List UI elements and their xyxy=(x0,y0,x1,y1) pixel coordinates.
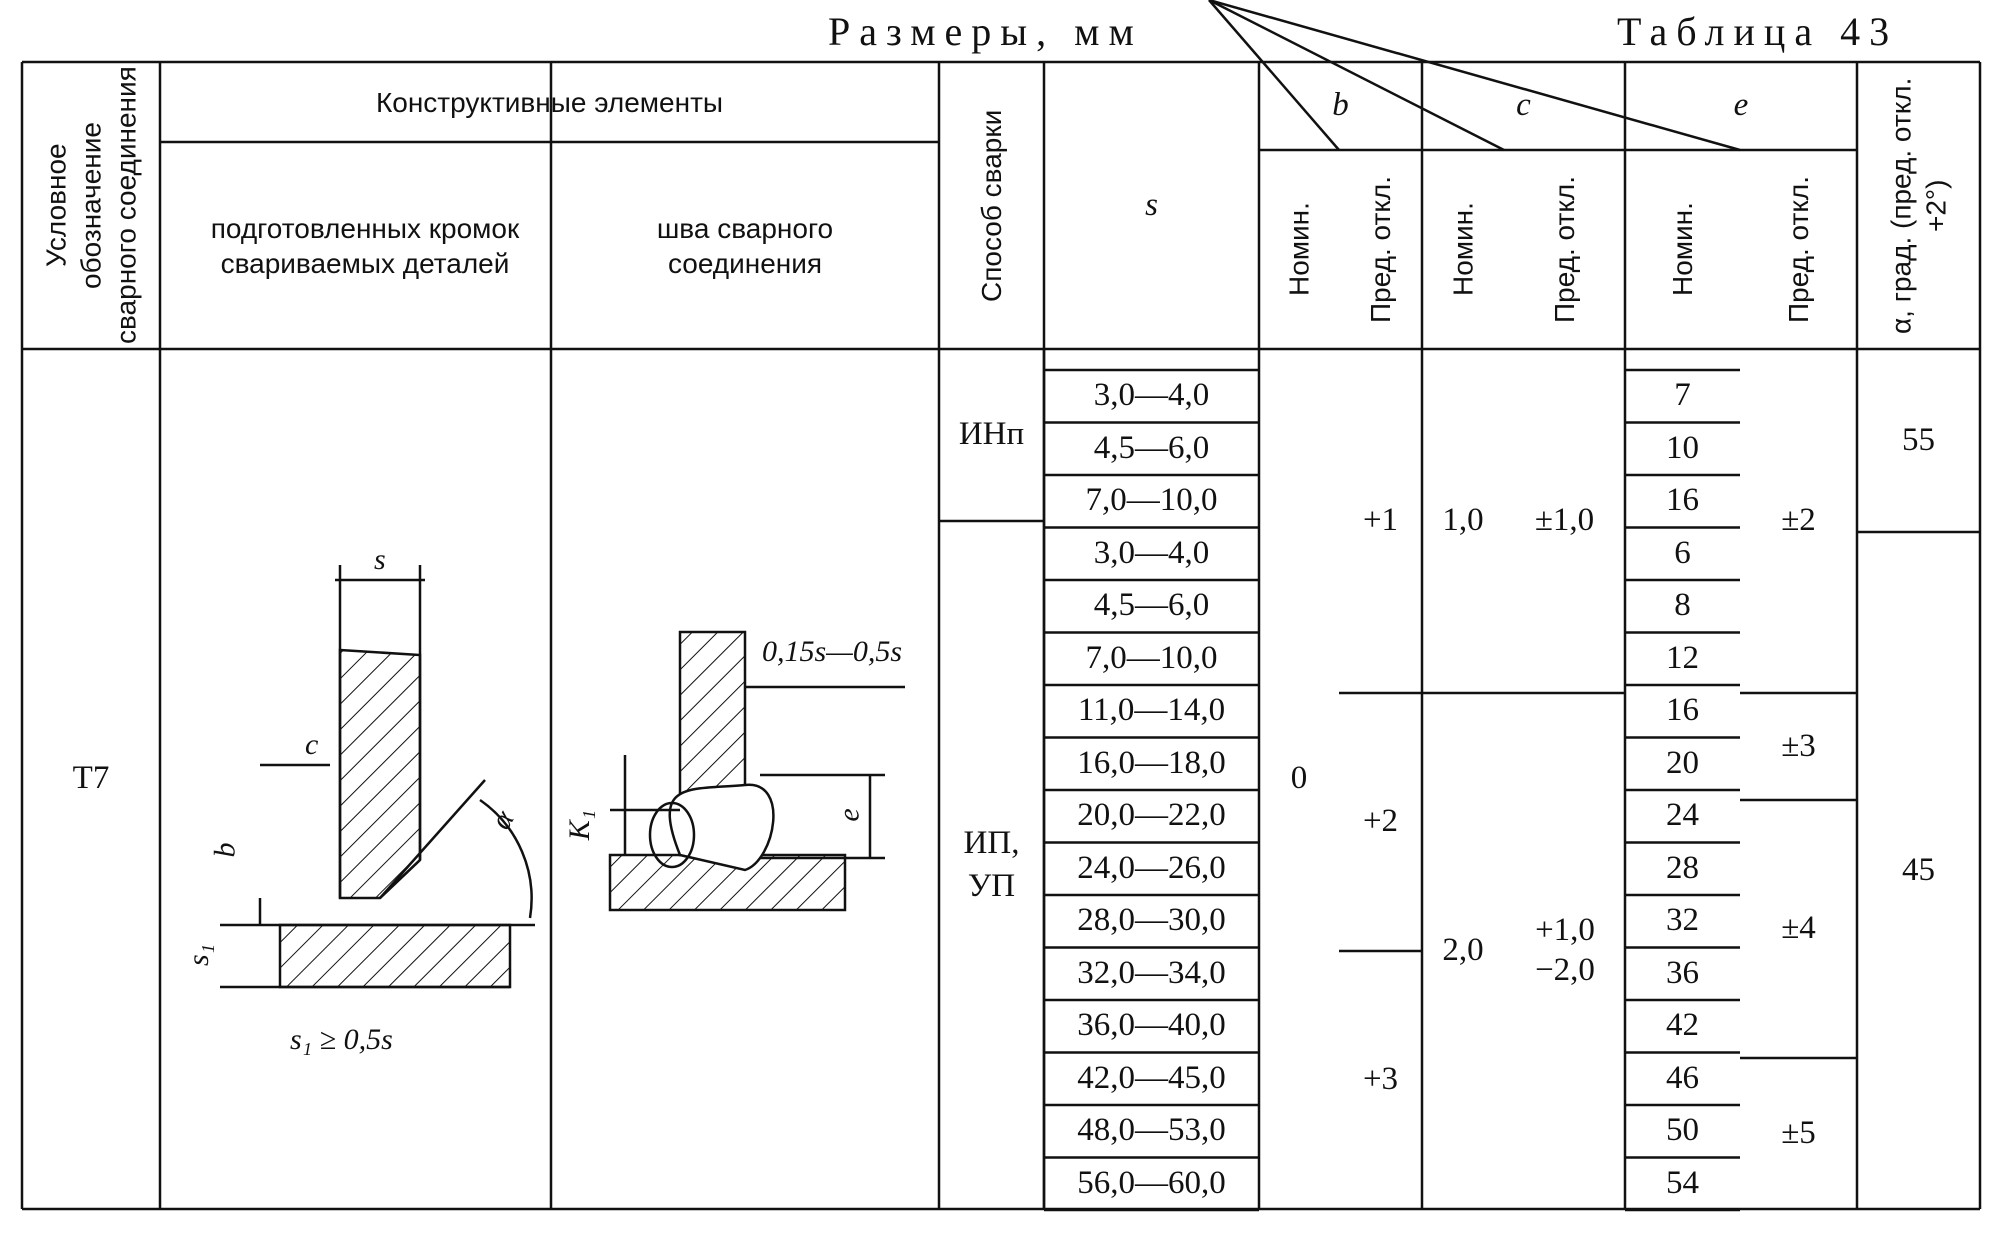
s-range-cell: 4,5—6,0 xyxy=(1093,587,1210,624)
b-tolerance-1: +1 xyxy=(1362,502,1399,539)
header-b-nominal: Номин. xyxy=(1283,202,1315,297)
fig-right-label-dim: 0,15s—0,5s xyxy=(762,635,903,668)
fig-right-label-e: e xyxy=(832,808,866,822)
sizes-caption: Размеры, мм xyxy=(828,9,1143,54)
e-tolerance-4: ±5 xyxy=(1781,1114,1816,1151)
method-inp: ИНп xyxy=(958,416,1025,453)
e-nominal-cell: 7 xyxy=(1674,377,1691,414)
alpha-1: 55 xyxy=(1902,421,1935,458)
c-tolerance-2: +1,0 −2,0 xyxy=(1535,912,1595,988)
s-range-cell: 3,0—4,0 xyxy=(1093,377,1210,414)
e-tolerance-1: ±2 xyxy=(1781,502,1816,539)
header-alpha: α, град. (пред. откл. +2°) xyxy=(1885,77,1952,334)
s-range-cell: 28,0—30,0 xyxy=(1077,902,1226,939)
b-nominal-value: 0 xyxy=(1290,760,1308,797)
e-nominal-cell: 20 xyxy=(1666,744,1699,781)
table-caption: Таблица 43 xyxy=(1617,9,1899,54)
s-range-cell: 20,0—22,0 xyxy=(1077,797,1226,834)
designation-value: Т7 xyxy=(72,760,110,797)
e-nominal-cell: 54 xyxy=(1666,1164,1699,1201)
b-tolerance-3: +3 xyxy=(1362,1061,1399,1098)
b-tolerance-2: +2 xyxy=(1362,803,1399,840)
fig-right-label-k1: K₁ xyxy=(563,809,597,841)
s-range-cell: 24,0—26,0 xyxy=(1077,849,1226,886)
header-method: Способ сварки xyxy=(976,109,1007,302)
s-range-cell: 11,0—14,0 xyxy=(1077,692,1226,729)
grid-lines xyxy=(20,0,1982,1212)
header-prepared-edges: подготовленных кромок свариваемых детале… xyxy=(210,212,520,279)
s-range-cell: 32,0—34,0 xyxy=(1077,954,1226,991)
e-nominal-cell: 12 xyxy=(1666,639,1699,676)
c-tolerance-1: ±1,0 xyxy=(1534,502,1595,539)
e-nominal-cell: 10 xyxy=(1666,429,1699,466)
header-weld-seam: шва сварного соединения xyxy=(656,212,834,279)
s-range-cell: 56,0—60,0 xyxy=(1077,1164,1226,1201)
s-range-cell: 16,0—18,0 xyxy=(1077,744,1226,781)
c-nominal-2: 2,0 xyxy=(1442,932,1484,969)
fig-left-label-s1: s₁ xyxy=(182,943,216,967)
c-nominal-1: 1,0 xyxy=(1442,502,1484,539)
method-ip-up: ИП, УП xyxy=(963,825,1020,904)
header-s: s xyxy=(1145,186,1158,223)
header-e-nominal: Номин. xyxy=(1667,202,1698,297)
e-nominal-cell: 36 xyxy=(1666,954,1699,991)
e-tolerance-3: ±4 xyxy=(1781,910,1816,947)
e-nominal-cell: 6 xyxy=(1674,534,1691,571)
header-e-tolerance: Пред. откл. xyxy=(1783,176,1814,324)
fig-left-note: s₁ ≥ 0,5s xyxy=(290,1023,393,1056)
e-nominal-cell: 24 xyxy=(1666,797,1699,834)
header-b-tolerance: Пред. откл. xyxy=(1365,176,1396,324)
e-nominal-cell: 16 xyxy=(1666,482,1699,519)
s-range-cell: 3,0—4,0 xyxy=(1093,534,1210,571)
fig-left-label-c: c xyxy=(305,728,319,761)
s-range-cell: 7,0—10,0 xyxy=(1085,482,1218,519)
fig-left-label-s: s xyxy=(374,543,386,576)
s-range-cell: 42,0—45,0 xyxy=(1077,1059,1226,1096)
s-range-cell: 48,0—53,0 xyxy=(1077,1112,1226,1149)
s-range-cell: 7,0—10,0 xyxy=(1085,639,1218,676)
weld-seam-drawing xyxy=(608,630,905,912)
prepared-edges-drawing xyxy=(220,565,535,989)
e-nominal-cell: 50 xyxy=(1666,1112,1699,1149)
e-nominal-cell: 46 xyxy=(1666,1059,1699,1096)
e-tolerance-2: ±3 xyxy=(1781,727,1816,764)
s-range-cell: 4,5—6,0 xyxy=(1093,429,1210,466)
header-c-nominal: Номин. xyxy=(1447,202,1479,297)
e-nominal-cell: 32 xyxy=(1666,902,1699,939)
e-nominal-cell: 28 xyxy=(1666,849,1699,886)
fig-left-label-b: b xyxy=(208,842,242,858)
e-nominal-cell: 8 xyxy=(1674,587,1691,624)
header-elements: Конструктивные элементы xyxy=(375,86,724,118)
alpha-2: 45 xyxy=(1902,851,1935,888)
header-designation: Условное обозначение сварного соединения xyxy=(40,66,142,345)
header-b: b xyxy=(1332,87,1349,124)
header-e: e xyxy=(1733,87,1749,124)
header-c-tolerance: Пред. откл. xyxy=(1549,176,1580,324)
s-range-cell: 36,0—40,0 xyxy=(1077,1007,1226,1044)
header-c: c xyxy=(1516,87,1531,124)
e-nominal-cell: 42 xyxy=(1666,1007,1699,1044)
e-nominal-cell: 16 xyxy=(1666,692,1699,729)
